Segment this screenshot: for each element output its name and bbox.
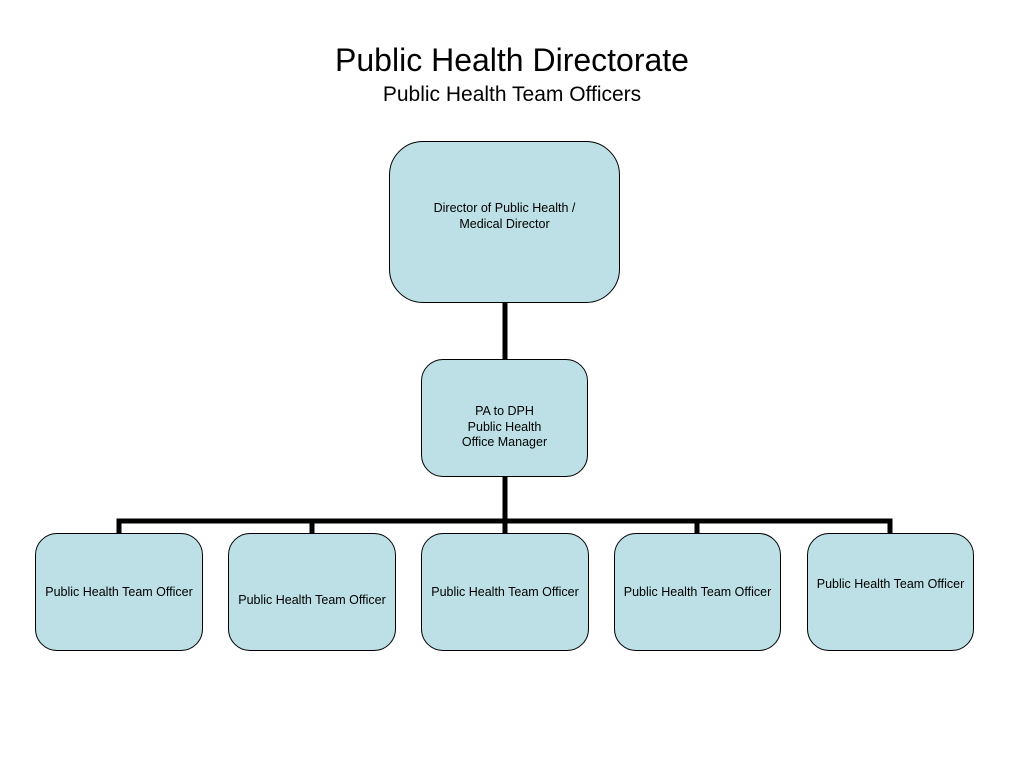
node-label: Public Health Team Officer [431, 585, 579, 599]
node-label: Public Health Team Officer [45, 585, 193, 599]
page-subtitle: Public Health Team Officers [382, 83, 642, 106]
node-team-officer-4: Public Health Team Officer [614, 533, 781, 651]
node-team-officer-2: Public Health Team Officer [228, 533, 396, 651]
node-label: Public Health Team Officer [816, 577, 965, 591]
node-director-of-public-health: Director of Public Health / Medical Dire… [389, 141, 620, 303]
page-title: Public Health Directorate [335, 42, 689, 78]
node-team-officer-3: Public Health Team Officer [421, 533, 589, 651]
node-label: Public Health Team Officer [623, 585, 772, 599]
node-pa-office-manager: PA to DPH Public Health Office Manager [421, 359, 588, 477]
node-label: Director of Public Health / Medical Dire… [433, 201, 576, 231]
node-label: PA to DPH Public Health Office Manager [461, 404, 548, 449]
node-label: Public Health Team Officer [238, 593, 386, 607]
node-team-officer-1: Public Health Team Officer [35, 533, 203, 651]
node-team-officer-5: Public Health Team Officer [807, 533, 974, 651]
